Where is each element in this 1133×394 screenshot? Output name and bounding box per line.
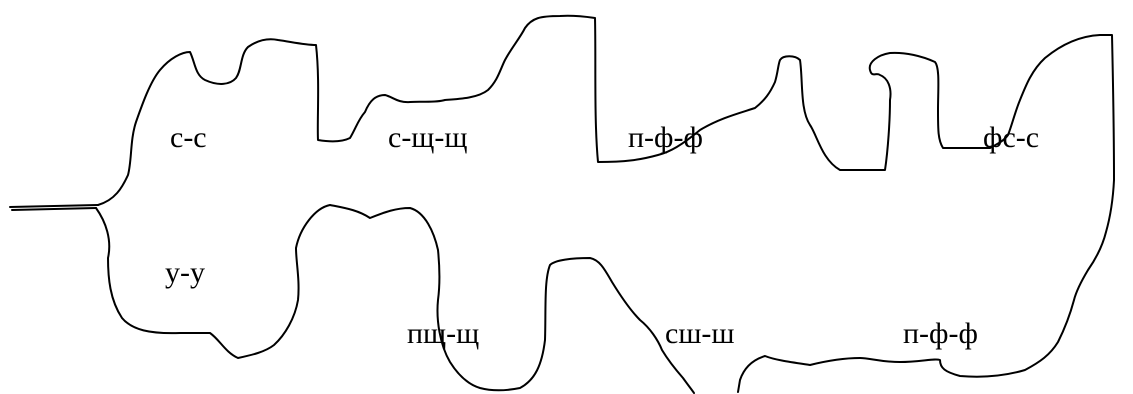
label-top-1: с-с [170,121,207,154]
label-top-4: фс-с [983,121,1039,154]
top-outline [97,14,1115,393]
label-bottom-4: п-ф-ф [903,317,978,350]
label-top-3: п-ф-ф [628,121,703,154]
label-bottom-1: у-у [165,256,205,289]
label-top-2: с-щ-щ [388,121,468,154]
label-bottom-3: сш-ш [665,317,735,350]
label-bottom-2: пщ-щ [407,317,479,350]
left-stem-line [9,204,99,208]
left-stem-line-lower [11,207,97,211]
bottom-outline [95,204,695,394]
